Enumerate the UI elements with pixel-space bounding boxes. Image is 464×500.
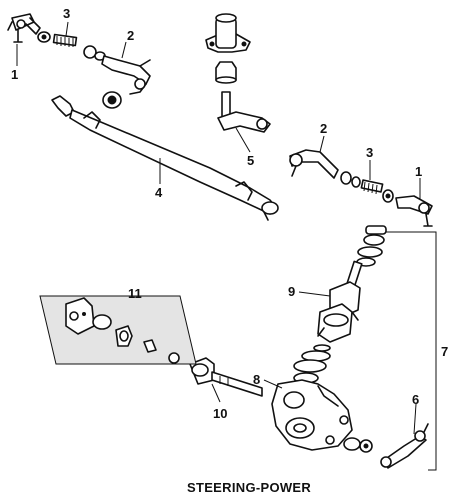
diagram-caption: STEERING-POWER [187, 480, 311, 495]
boot-left [102, 91, 122, 109]
idler-arm [217, 91, 271, 133]
callout-7: 7 [441, 344, 448, 359]
sector-shaft-nut [343, 437, 373, 453]
adjuster-sleeve-left [52, 33, 78, 47]
input-shaft-10 [189, 357, 263, 397]
callout-4: 4 [155, 185, 163, 200]
callout-1-right: 1 [415, 164, 422, 179]
callout-6: 6 [412, 392, 419, 407]
bracket-kit-7 [386, 231, 437, 471]
callout-10: 10 [213, 406, 227, 421]
oring-stack [293, 344, 331, 384]
idler-arm-bracket [205, 13, 251, 53]
pitman-arm-6 [380, 423, 429, 469]
callout-2-right: 2 [320, 121, 327, 136]
tie-rod-left-outer [101, 55, 151, 95]
callout-9: 9 [288, 284, 295, 299]
gear-housing-8 [271, 379, 353, 451]
seal-stack-upper [356, 225, 387, 267]
tie-rod-end-right [395, 195, 433, 227]
nut-left-upper [37, 31, 51, 43]
callout-11: 11 [128, 286, 142, 301]
nut-right-1 [340, 171, 361, 188]
callout-3-right: 3 [366, 145, 373, 160]
nut-right-2 [382, 189, 394, 203]
seal-kit-panel [39, 295, 197, 365]
leader-lines [16, 21, 421, 435]
callout-5: 5 [247, 153, 254, 168]
adjuster-sleeve-right [360, 179, 384, 195]
callout-1-left: 1 [11, 67, 18, 82]
valve-body-9 [317, 260, 363, 343]
tie-rod-right-outer [289, 149, 339, 179]
callout-8: 8 [253, 372, 260, 387]
idler-bushing [215, 61, 237, 84]
tie-rod-end-left [7, 13, 41, 43]
center-link [51, 95, 279, 221]
callout-2-left: 2 [127, 28, 134, 43]
callout-3-left: 3 [63, 6, 70, 21]
nut-left-upper-2 [83, 45, 106, 61]
